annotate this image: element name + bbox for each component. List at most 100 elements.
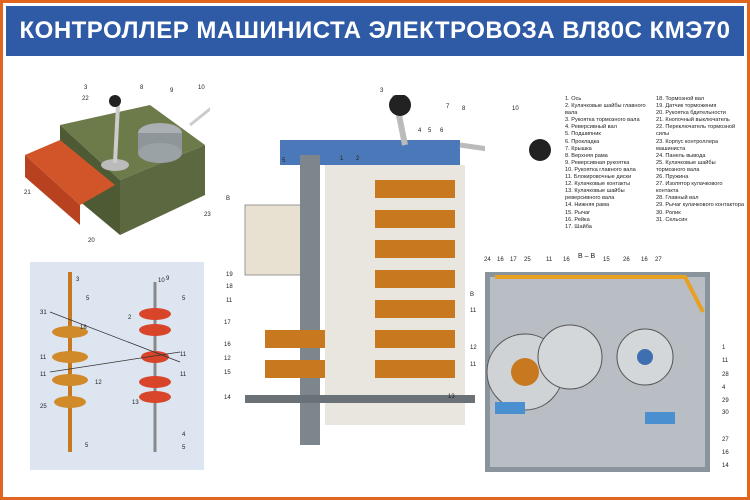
- callout: 10: [512, 106, 519, 112]
- callout: 2: [356, 156, 360, 162]
- legend-item: 5. Подшипник: [565, 131, 601, 138]
- callout: 16: [497, 257, 504, 263]
- callout: 25: [40, 404, 47, 410]
- callout: 21: [24, 190, 31, 196]
- legend-item: 21. Кнопочный выключатель: [656, 117, 730, 124]
- callout: 11: [546, 257, 553, 263]
- legend-item: 28. Главный вал: [656, 195, 699, 202]
- legend-item: 18. Тормозной вал: [656, 96, 705, 102]
- callout: 22: [82, 96, 89, 102]
- legend-item: 19. Датчик торможения: [656, 103, 717, 110]
- callout: 11: [470, 362, 477, 368]
- callout: 10: [158, 278, 165, 284]
- callout: 15: [603, 257, 610, 263]
- callout: 20: [88, 238, 95, 244]
- callout: 16: [224, 342, 231, 348]
- legend-item: 29. Рычаг кулачкового контактора: [656, 202, 744, 209]
- legend-item: 3. Рукоятка тормозного вала: [565, 117, 640, 124]
- callout: 30: [722, 410, 729, 416]
- callout: 5: [86, 296, 90, 302]
- legend-item: 27. Изолятор кулачкового контакта: [656, 181, 723, 195]
- legend-item: 26. Пружина: [656, 174, 689, 181]
- legend-item: 17. Шайба: [565, 223, 592, 230]
- callout: 27: [722, 437, 729, 443]
- callout: В: [470, 292, 475, 298]
- callout: 14: [722, 463, 729, 469]
- legend-item: 7. Крышка: [565, 145, 592, 152]
- callout: 6: [440, 128, 444, 134]
- callout: 8: [462, 106, 466, 112]
- callout: 5: [85, 443, 89, 449]
- longitudinal-section: [244, 95, 485, 445]
- legend-item: 20. Рукоятка бдительности: [656, 110, 726, 117]
- callout: 11: [40, 355, 47, 361]
- callout: 7: [446, 104, 450, 110]
- legend-item: 11. Блокировочные диски: [565, 174, 632, 181]
- callout: 11: [722, 358, 729, 364]
- legend-item: 1. Ось: [565, 96, 582, 102]
- callout: 2: [128, 315, 132, 321]
- callout: 27: [655, 257, 662, 263]
- callout: 17: [510, 257, 517, 263]
- legend-item: 4. Реверсивный вал: [565, 124, 617, 131]
- callout: 8: [140, 85, 144, 91]
- callout: 11: [470, 308, 477, 314]
- callout: 3: [380, 88, 384, 94]
- callout: 29: [722, 398, 729, 404]
- callout: 16: [641, 257, 648, 263]
- legend-item: 9. Реверсивная рукоятка: [565, 159, 630, 166]
- callout: 5: [182, 445, 186, 451]
- callout: 15: [224, 370, 231, 376]
- legend-item: 12. Кулачковые контакты: [565, 181, 631, 188]
- poster-title: КОНТРОЛЛЕР МАШИНИСТА ЭЛЕКТРОВОЗА ВЛ80С К…: [6, 6, 744, 56]
- legend-item: 23. Корпус контроллера машиниста: [656, 138, 719, 152]
- cross-section-v-v: [485, 272, 710, 472]
- callout: 4: [418, 128, 422, 134]
- callout: 11: [180, 352, 187, 358]
- legend-item: 8. Верхняя рама: [565, 152, 608, 159]
- callout: 12: [224, 356, 231, 362]
- legend-item: 24. Панель вывода: [656, 152, 706, 159]
- callout: 16: [563, 257, 570, 263]
- legend-item: 6. Прокладка: [565, 138, 600, 145]
- callout: 10: [198, 85, 205, 91]
- legend-item: 13. Кулачковые шайбы реверсивного вала: [565, 188, 625, 202]
- callout: 18: [80, 325, 87, 331]
- legend-item: 2. Кулачковые шайбы главного вала: [565, 103, 646, 117]
- legend-item: 22. Переключатель тормозной силы: [656, 124, 736, 138]
- callout: 11: [226, 298, 233, 304]
- callout: 16: [722, 450, 729, 456]
- callout: 12: [95, 380, 102, 386]
- kinematic-scheme: [30, 262, 204, 470]
- knob-10: [529, 139, 551, 161]
- legend-item: 30. Ролик: [656, 209, 681, 216]
- callout: 5: [282, 158, 286, 164]
- legend-item: 16. Рейка: [565, 216, 590, 223]
- callout: 25: [524, 257, 531, 263]
- callout: 18: [226, 284, 233, 290]
- callout: 14: [224, 395, 231, 401]
- callout: 26: [623, 257, 630, 263]
- callout: 4: [722, 385, 726, 391]
- callout: 23: [204, 212, 211, 218]
- callout: 31: [40, 310, 47, 316]
- callout: 3: [84, 85, 88, 91]
- callout: 13: [132, 400, 139, 406]
- legend-item: 10. Рукоятка главного вала: [565, 166, 636, 173]
- controller-photo: [25, 95, 210, 235]
- callout: 11: [40, 372, 47, 378]
- callout: 11: [180, 372, 187, 378]
- callout: 5: [182, 296, 186, 302]
- callout: 13: [448, 394, 455, 400]
- callout: 28: [722, 372, 729, 378]
- legend-item: 15. Рычаг: [565, 209, 591, 216]
- callout: 5: [428, 128, 432, 134]
- callout: 17: [224, 320, 231, 326]
- legend-item: 14. Нижняя рама: [565, 202, 610, 209]
- callout: 24: [484, 257, 491, 263]
- callout: 9: [170, 88, 174, 94]
- callout: 4: [182, 432, 186, 438]
- callout: 3: [76, 277, 80, 283]
- section-title: В – В: [578, 253, 596, 260]
